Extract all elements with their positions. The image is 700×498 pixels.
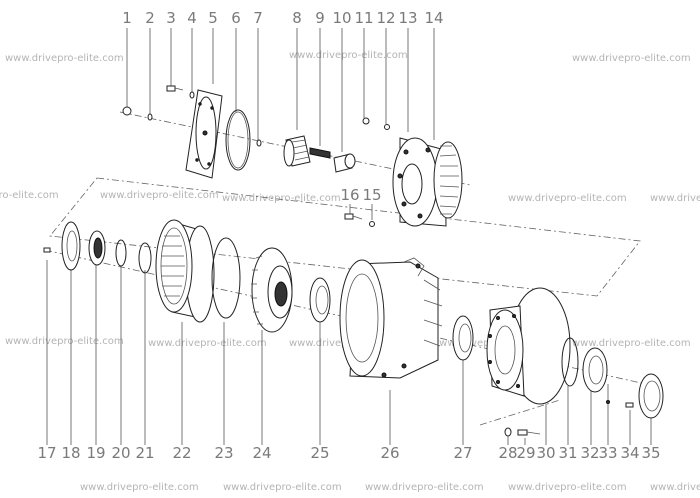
watermark: www.drivepro-elite.com [572, 338, 691, 349]
callout-number: 17 [37, 444, 56, 462]
callout-labels: 1 2 3 4 5 6 7 8 9 10 11 12 13 14 15 16 1… [37, 9, 660, 462]
o-ring-part-6 [225, 109, 251, 171]
bolt-axis-line [479, 399, 561, 426]
hub-flange-part-30 [486, 287, 571, 405]
ring-gear-part-22 [155, 219, 215, 323]
seal-part-27 [452, 315, 474, 361]
watermark: www.drivepro-elite.com [148, 338, 267, 349]
washer-part-15 [369, 221, 375, 227]
nut-part-11 [362, 117, 370, 125]
callout-number: 29 [516, 444, 535, 462]
lower-assembly [43, 219, 664, 437]
pin-part-17 [43, 247, 51, 253]
callout-number: 13 [398, 9, 417, 27]
callout-number: 9 [315, 9, 325, 27]
callout-number: 3 [166, 9, 176, 27]
watermark: www.drivepro-elite.com [572, 53, 691, 64]
planet-gear-part-14 [433, 141, 463, 219]
nut-part-1 [122, 106, 132, 116]
hub-housing-part-26 [339, 257, 443, 379]
washer-part-4 [189, 91, 195, 99]
callout-number: 7 [253, 9, 263, 27]
watermark: www.drivepro-elite.com [289, 50, 408, 61]
watermark: www.drivepro-elite.com [100, 190, 219, 201]
callout-number: 27 [453, 444, 472, 462]
seal-part-35 [638, 373, 664, 419]
callout-number: 2 [145, 9, 155, 27]
bearing-part-25 [309, 277, 331, 323]
callout-number: 31 [558, 444, 577, 462]
bolt-part-16 [344, 213, 363, 220]
washer-part-2 [147, 113, 153, 121]
bolt-part-3 [166, 85, 184, 92]
washer-part-12 [384, 124, 390, 130]
callout-number: 24 [252, 444, 271, 462]
watermark: www.drivepro-elite.com [223, 482, 342, 493]
callout-number: 34 [620, 444, 639, 462]
callout-number: 23 [214, 444, 233, 462]
spacer-part-7 [256, 139, 262, 147]
watermark: www.drivepro-elite.com [650, 193, 700, 204]
callout-number: 35 [641, 444, 660, 462]
callout-number: 11 [354, 9, 373, 27]
callout-number: 32 [580, 444, 599, 462]
watermark: www.drivepro-elite.com [5, 336, 124, 347]
watermark: www.drivepro-elite.com [80, 482, 199, 493]
spline-part-9 [309, 147, 331, 159]
planet-carrier-part-13 [392, 137, 447, 227]
callout-number: 15 [362, 186, 381, 204]
planet-gear-part-24 [251, 247, 293, 333]
watermark: www.drivepro-elite.com [0, 190, 59, 201]
callout-number: 6 [231, 9, 241, 27]
sleeve-part-10 [333, 153, 356, 173]
callout-number: 33 [598, 444, 617, 462]
assembly-outline [49, 177, 641, 297]
ring-part-21 [138, 242, 152, 274]
washer-part-28 [504, 427, 512, 437]
callout-number: 18 [61, 444, 80, 462]
callout-number: 22 [172, 444, 191, 462]
leader-lines [46, 28, 652, 445]
bolt-part-29 [517, 429, 541, 436]
callout-number: 19 [86, 444, 105, 462]
cover-plate-part-5 [185, 89, 223, 179]
upper-assembly [122, 85, 463, 227]
callout-number: 12 [376, 9, 395, 27]
callout-number: 14 [424, 9, 443, 27]
watermark: www.drivepro-elite.com [222, 193, 341, 204]
ball-part-33 [606, 400, 610, 404]
callout-number: 10 [332, 9, 351, 27]
o-ring-part-23 [211, 237, 241, 319]
watermark: www.drivepro-elite.com [508, 482, 627, 493]
screw-part-34 [625, 402, 634, 408]
ring-part-20 [115, 239, 127, 267]
callout-number: 4 [187, 9, 197, 27]
callout-number: 20 [111, 444, 130, 462]
callout-number: 8 [292, 9, 302, 27]
watermark: www.drivepro-elite.com [5, 53, 124, 64]
o-ring-part-31 [561, 337, 579, 387]
sun-gear-part-8 [283, 135, 311, 167]
callout-number: 28 [498, 444, 517, 462]
callout-number: 5 [208, 9, 218, 27]
watermark: www.drivepro-elite.com [365, 482, 484, 493]
callout-number: 21 [135, 444, 154, 462]
watermark: www.drivepro-elite.com [508, 193, 627, 204]
callout-number: 16 [340, 186, 359, 204]
lock-nut-part-19 [88, 230, 106, 266]
callout-number: 1 [122, 9, 132, 27]
callout-number: 30 [536, 444, 555, 462]
callout-number: 26 [380, 444, 399, 462]
bearing-part-32 [582, 347, 608, 393]
thrust-ring-part-18 [61, 221, 81, 271]
callout-number: 25 [310, 444, 329, 462]
watermark: www.drivepro-elite.com [650, 482, 700, 493]
